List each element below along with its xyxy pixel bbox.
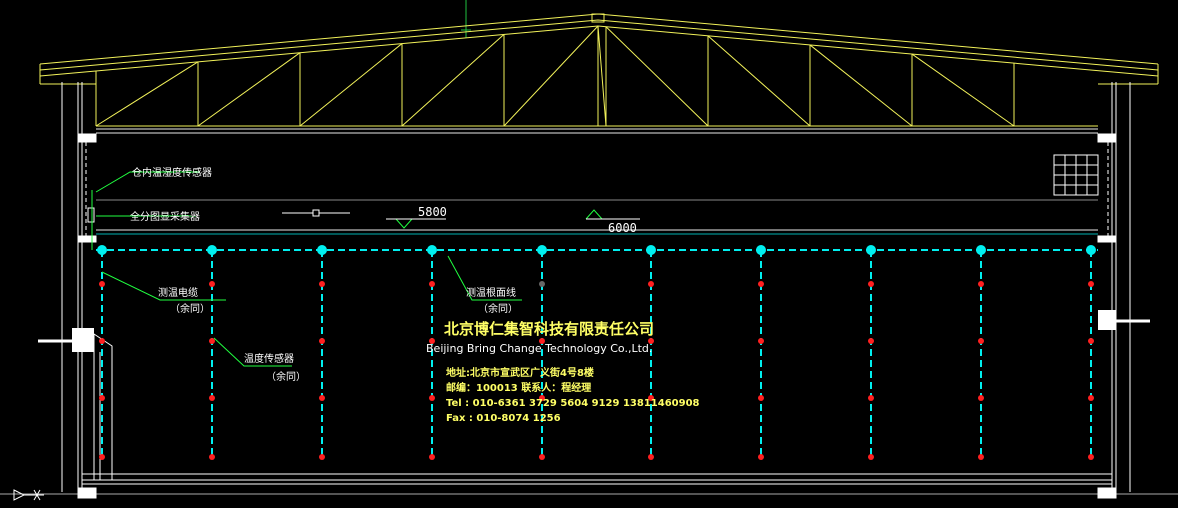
company-address: 地址:北京市宣武区广义街4号8楼 [446,366,594,379]
truss-diagonal [809,44,913,127]
temperature-sensor [648,454,654,460]
temperature-sensor [209,454,215,460]
truss-diagonal [401,34,505,127]
company-name-en: Beijing Bring Change Technology Co.,Ltd. [426,342,652,355]
roof-truss [39,13,1159,130]
cable-same-label: （余同） [170,302,210,315]
cable-label: 测温电缆 [158,286,198,299]
collector-label: 全分图显采集器 [130,210,200,223]
temperature-sensor [209,338,215,344]
truss-diagonal [597,25,607,127]
elevation-6000-label: 6000 [608,221,637,235]
sensor-label: 温度传感器 [244,352,294,365]
temperature-sensor [319,395,325,401]
temperature-sensor [978,281,984,287]
temperature-sensor [978,395,984,401]
temperature-sensor [1088,338,1094,344]
temperature-sensor [1088,281,1094,287]
temperature-sensor [758,395,764,401]
temperature-sensor [539,338,545,344]
temperature-sensor [319,338,325,344]
temperature-sensor [868,281,874,287]
temperature-sensor [758,338,764,344]
cable-junction-node [1086,245,1096,255]
cable-junction-node [207,245,217,255]
temperature-sensor [868,395,874,401]
truss-diagonal [197,52,301,127]
temperature-sensor [648,395,654,401]
temperature-sensor [209,395,215,401]
cable-junction-node [317,245,327,255]
temperature-sensor [978,454,984,460]
company-name-cn: 北京博仁集智科技有限责任公司 [444,320,654,338]
temperature-sensor [429,454,435,460]
sensor-same-label: （余同） [266,370,306,383]
truss-diagonal [503,25,599,127]
annotation-leaders [101,255,522,367]
truss-diagonal [707,35,811,127]
truss-apex-plate [591,13,605,23]
cable-junction-node [427,245,437,255]
elevation-marker-5800 [386,218,446,229]
right-door-equipment [1098,310,1150,330]
company-tel: Tel : 010-6361 3729 5604 9129 1381146090… [446,398,700,409]
temperature-sensor [99,281,105,287]
main-line-same-label: （余同） [478,302,518,315]
temperature-sensor [1088,395,1094,401]
truss-diagonal [299,43,403,127]
cable-junction-node [756,245,766,255]
elevation-5800-label: 5800 [418,205,447,219]
temperature-sensor [1088,454,1094,460]
temperature-sensor [758,454,764,460]
temperature-sensor [539,281,545,287]
temperature-sensor [539,454,545,460]
ceiling-lines [96,128,1098,235]
cable-junction-node [976,245,986,255]
temperature-sensor [209,281,215,287]
left-door-equipment [38,328,113,481]
temperature-sensor [319,454,325,460]
truss-diagonal [911,53,1015,127]
temperature-sensor [868,454,874,460]
temperature-sensor [758,281,764,287]
truss-diagonal [95,61,199,127]
temperature-sensor [99,338,105,344]
main-line-label: 测温根面线 [466,286,516,299]
company-info-block: 北京博仁集智科技有限责任公司 Beijing Bring Change Tech… [426,320,700,424]
temperature-sensor [429,338,435,344]
company-fax: Fax : 010-8074 1256 [446,413,561,424]
temperature-sensor [539,395,545,401]
truss-diagonal [605,26,709,127]
company-postal: 邮编：100013 联系人：程经理 [446,381,591,394]
truss-top-chord-inner [39,19,1159,71]
cable-junction-node [866,245,876,255]
temperature-sensor [429,281,435,287]
reference-marker [282,209,350,217]
temperature-sensor [99,454,105,460]
temperature-sensor [978,338,984,344]
temperature-sensor [648,338,654,344]
temperature-sensor [429,395,435,401]
cable-junction-node [537,245,547,255]
bottom-left-axis-icon [13,489,44,501]
temperature-sensor [99,395,105,401]
building-frame [0,82,1178,499]
temperature-sensor [648,281,654,287]
temperature-sensor [319,281,325,287]
sensor-cable-network [96,245,1098,460]
cable-junction-node [646,245,656,255]
elevation-marker-6000 [585,209,640,220]
grid-window-icon [1053,154,1099,196]
cable-junction-node [97,245,107,255]
indoor-sensor-and-collector [87,171,200,250]
temperature-sensor [868,338,874,344]
indoor-sensor-label: 仓内温湿度传感器 [132,166,212,179]
